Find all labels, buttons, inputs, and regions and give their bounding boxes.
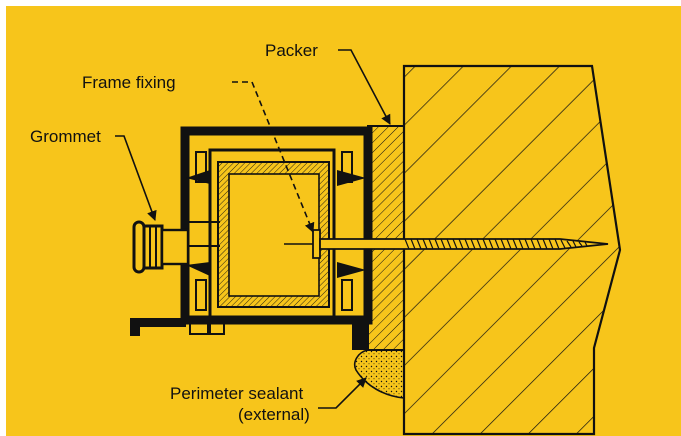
window-frame: [130, 126, 373, 350]
perimeter-sealant-sublabel: (external): [238, 405, 310, 424]
perimeter-sealant-label: Perimeter sealant: [170, 384, 304, 403]
packer-label: Packer: [265, 41, 318, 60]
frame-fixing-leader: [232, 81, 315, 233]
leader-lines: [115, 49, 391, 409]
frame-fixing-label: Frame fixing: [82, 73, 176, 92]
grommet-leader: [115, 135, 157, 221]
grommet-label: Grommet: [30, 127, 101, 146]
sealant-leader: [318, 377, 367, 409]
perimeter-sealant: [353, 349, 405, 399]
frame-fixing-screw: [284, 229, 609, 259]
wall: [402, 64, 622, 436]
packer: [367, 125, 405, 351]
grommet: [132, 220, 190, 274]
packer-leader: [338, 49, 391, 125]
